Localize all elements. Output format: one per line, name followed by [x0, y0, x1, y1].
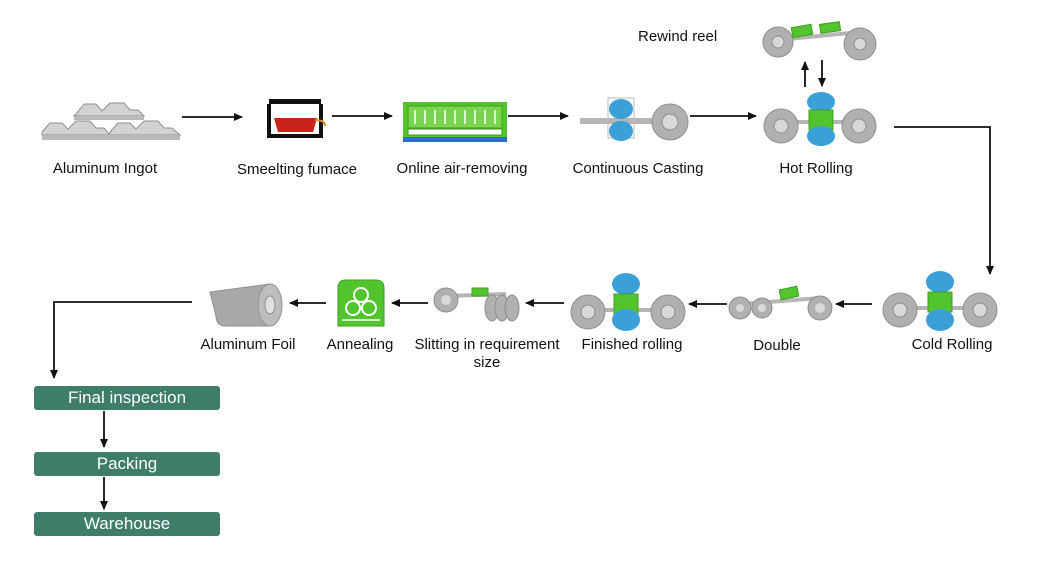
step-label-slitting: Slitting in requirement size: [414, 336, 560, 371]
step-label-continuous-casting: Continuous Casting: [572, 160, 704, 177]
step-label-cold-rolling: Cold Rolling: [911, 336, 993, 353]
step-box-packing: Packing: [34, 452, 220, 476]
annealing-furnace-icon: [336, 278, 386, 328]
rewind-reel-icon: [762, 18, 878, 64]
foil-roll-icon: [206, 280, 286, 330]
step-box-final-inspection: Final inspection: [34, 386, 220, 410]
slitting-icon: [432, 284, 526, 324]
step-label-finished-rolling: Finished rolling: [581, 336, 683, 353]
step-label-annealing: Annealing: [326, 336, 394, 353]
degassing-icon: [403, 102, 507, 142]
arrow-foil-to-inspection: [50, 301, 192, 379]
cold-rolling-mill-icon: [880, 268, 1000, 332]
finishing-mill-icon: [568, 270, 688, 332]
step-label-aluminum-ingot: Aluminum Ingot: [52, 160, 158, 177]
rewind-reel-label: Rewind reel: [638, 28, 718, 45]
arrow-hotrolling-to-coldrolling: [894, 126, 994, 275]
doubling-icon: [728, 282, 834, 324]
step-label-hot-rolling: Hot Rolling: [779, 160, 853, 177]
casting-icon: [578, 96, 690, 142]
step-label-double: Double: [753, 337, 801, 354]
step-label-smelting-furnace: Smeelting fumace: [236, 161, 358, 178]
furnace-icon: [265, 96, 327, 142]
step-label-online-air-removing: Online air-removing: [396, 160, 528, 177]
step-label-aluminum-foil: Aluminum Foil: [200, 336, 296, 353]
hot-rolling-mill-icon: [763, 90, 879, 146]
ingot-icon: [40, 98, 182, 142]
step-box-warehouse: Warehouse: [34, 512, 220, 536]
